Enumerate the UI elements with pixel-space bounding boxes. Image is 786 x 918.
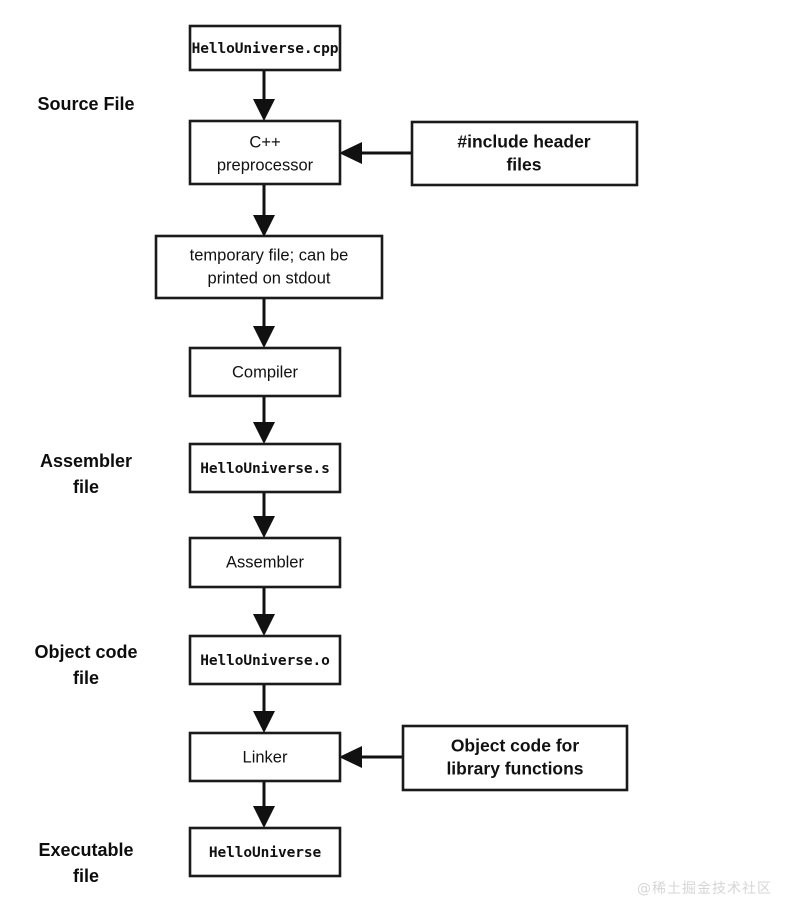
stage-label-object-code-file-line-1: Object code: [34, 642, 137, 662]
node-assembler-label: Assembler: [226, 553, 304, 571]
stage-label-object-code-file: Object code file: [34, 642, 137, 688]
node-hellouniverse-o-label: HelloUniverse.o: [200, 653, 330, 669]
edge-assembler-to-hellouniverse-o: [253, 587, 275, 636]
node-include-header-files[interactable]: #include header files: [410, 120, 639, 187]
edge-cpp-to-preprocessor: [253, 70, 275, 121]
node-cpp-preprocessor[interactable]: C++ preprocessor: [188, 119, 342, 186]
node-hellouniverse-o[interactable]: HelloUniverse.o: [188, 634, 342, 686]
stage-label-assembler-file-line-1: Assembler: [40, 451, 132, 471]
node-hellouniverse-cpp[interactable]: HelloUniverse.cpp: [188, 24, 342, 72]
node-hellouniverse-s-label: HelloUniverse.s: [200, 461, 329, 477]
stage-label-executable-file-line-1: Executable: [38, 840, 133, 860]
node-include-header-files-label-line-2: files: [506, 155, 541, 175]
node-compiler[interactable]: Compiler: [188, 346, 342, 398]
node-temporary-file[interactable]: temporary file; can be printed on stdout: [154, 234, 384, 300]
node-cpp-preprocessor-label-line-1: C++: [249, 133, 280, 151]
edge-linker-to-executable: [253, 781, 275, 828]
node-assembler[interactable]: Assembler: [188, 536, 342, 589]
stage-label-source-file-line-1: Source File: [37, 94, 134, 114]
edge-preprocessor-to-tempfile: [253, 184, 275, 237]
node-linker[interactable]: Linker: [188, 731, 342, 783]
stage-label-source-file: Source File: [37, 94, 134, 114]
stage-label-assembler-file: Assembler file: [40, 451, 132, 497]
node-temporary-file-label-line-2: printed on stdout: [208, 269, 331, 287]
node-object-code-library-label-line-1: Object code for: [451, 736, 580, 756]
edge-hellouniverse-o-to-linker: [253, 684, 275, 733]
node-hellouniverse-exe[interactable]: HelloUniverse: [188, 826, 342, 878]
edge-tempfile-to-compiler: [253, 298, 275, 348]
watermark-text: @稀土掘金技术社区: [637, 881, 772, 897]
stage-label-executable-file-line-2: file: [73, 866, 99, 886]
stage-label-executable-file: Executable file: [38, 840, 133, 886]
node-hellouniverse-exe-label: HelloUniverse: [209, 845, 322, 861]
node-include-header-files-label-line-1: #include header: [457, 132, 590, 152]
node-cpp-preprocessor-label-line-2: preprocessor: [217, 156, 314, 174]
node-hellouniverse-cpp-label: HelloUniverse.cpp: [192, 41, 339, 57]
stage-label-object-code-file-line-2: file: [73, 668, 99, 688]
node-object-code-library-label-line-2: library functions: [446, 759, 583, 779]
edge-objectcode-to-linker: [339, 746, 403, 768]
node-temporary-file-label-line-1: temporary file; can be: [190, 246, 349, 264]
edge-include-to-preprocessor: [339, 142, 412, 164]
edge-compiler-to-hellouniverse-s: [253, 396, 275, 444]
node-compiler-label: Compiler: [232, 363, 299, 381]
stage-label-assembler-file-line-2: file: [73, 477, 99, 497]
node-object-code-library[interactable]: Object code for library functions: [401, 724, 629, 792]
edge-hellouniverse-s-to-assembler: [253, 492, 275, 538]
node-linker-label: Linker: [243, 748, 288, 766]
node-hellouniverse-s[interactable]: HelloUniverse.s: [188, 442, 342, 494]
